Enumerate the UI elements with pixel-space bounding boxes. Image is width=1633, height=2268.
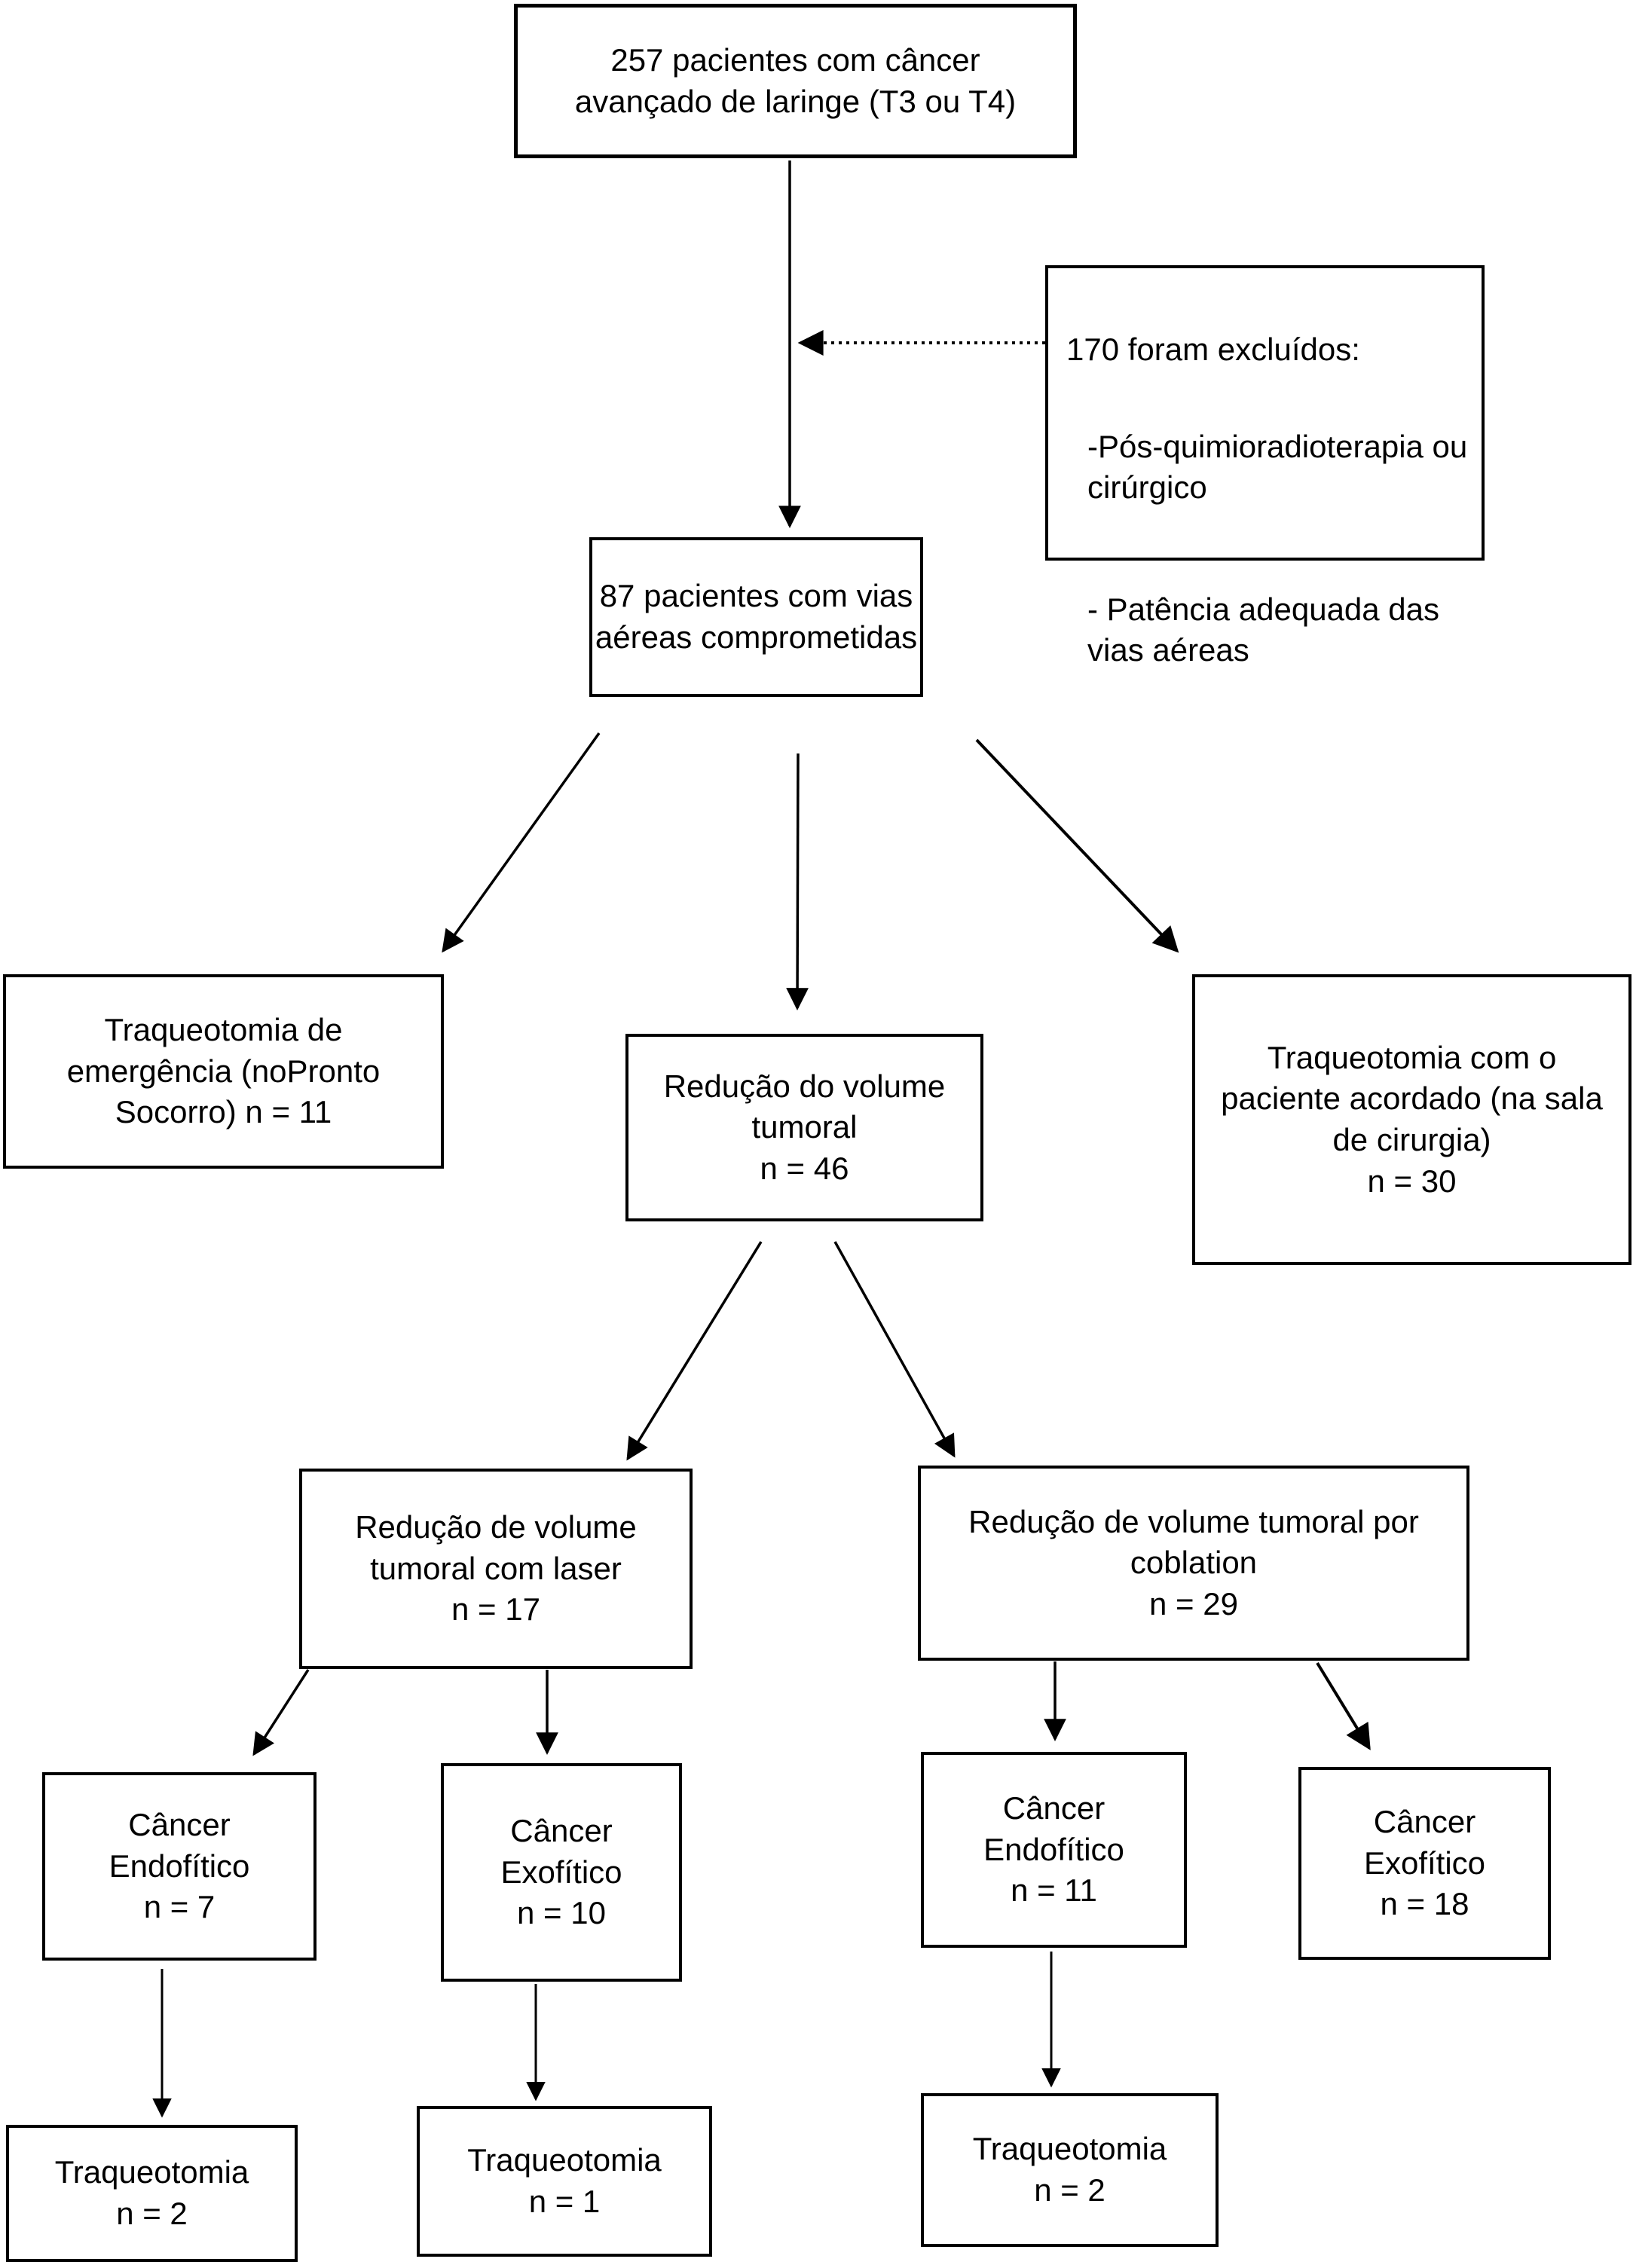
node-total-patients-label: 257 pacientes com câncer avançado de lar… — [574, 41, 1017, 119]
node-laser-exophytic-cancer: Câncer Exofítico n = 10 — [441, 1763, 682, 1982]
node-coblation-reduction: Redução de volume tumoral por coblation … — [918, 1466, 1469, 1661]
node-coblation-endophytic-cancer-label: Câncer Endofítico n = 11 — [983, 1790, 1124, 1909]
node-compromised-airway: 87 pacientes com vias aéreas comprometid… — [589, 537, 923, 697]
arrow-reduction-to-laser — [626, 1241, 763, 1461]
node-laser-endophytic-cancer-label: Câncer Endofítico n = 7 — [109, 1807, 250, 1925]
node-compromised-airway-label: 87 pacientes com vias aéreas comprometid… — [595, 578, 918, 655]
node-laser-reduction-label: Redução de volume tumoral com laser n = … — [355, 1509, 637, 1628]
arrow-coblation-to-exophytic — [1316, 1661, 1371, 1750]
node-emergency-tracheotomy-label: Traqueotomia de emergência (noPronto Soc… — [66, 1012, 381, 1130]
arrow-airway-to-emergency — [442, 732, 601, 953]
node-total-patients: 257 pacientes com câncer avançado de lar… — [514, 4, 1077, 158]
arrow-reduction-to-coblation — [833, 1241, 956, 1458]
node-tracheotomy-coblation-endophytic: Traqueotomia n = 2 — [921, 2093, 1219, 2247]
node-tracheotomy-laser-endophytic-label: Traqueotomia n = 2 — [54, 2154, 249, 2231]
node-tracheotomy-coblation-endophytic-label: Traqueotomia n = 2 — [972, 2131, 1167, 2208]
arrow-airway-to-awake — [975, 738, 1179, 953]
node-tracheotomy-laser-exophytic-label: Traqueotomia n = 1 — [467, 2142, 662, 2219]
excluded-item-1: -Pós-quimioradioterapia ou cirúrgico — [1087, 428, 1468, 506]
node-tumor-volume-reduction: Redução do volume tumoral n = 46 — [625, 1034, 983, 1221]
node-coblation-exophytic-cancer: Câncer Exofítico n = 18 — [1298, 1767, 1551, 1960]
node-awake-tracheotomy-label: Traqueotomia com o paciente acordado (na… — [1221, 1039, 1603, 1199]
node-tumor-volume-reduction-label: Redução do volume tumoral n = 46 — [663, 1068, 946, 1186]
arrow-airway-to-reduction — [786, 753, 809, 1010]
node-excluded: 170 foram excluídos: -Pós-quimioradioter… — [1045, 265, 1485, 668]
node-tracheotomy-laser-endophytic: Traqueotomia n = 2 — [6, 2125, 298, 2262]
node-coblation-exophytic-cancer-label: Câncer Exofítico n = 18 — [1363, 1804, 1486, 1922]
node-laser-reduction: Redução de volume tumoral com laser n = … — [299, 1469, 693, 1669]
node-tracheotomy-laser-exophytic: Traqueotomia n = 1 — [417, 2106, 712, 2257]
node-laser-endophytic-cancer: Câncer Endofítico n = 7 — [42, 1772, 317, 1961]
node-awake-tracheotomy: Traqueotomia com o paciente acordado (na… — [1192, 974, 1631, 1265]
excluded-item-2: - Patência adequada das vias aéreas — [1087, 591, 1440, 668]
arrow-laser-to-endophytic — [252, 1669, 310, 1756]
node-coblation-endophytic-cancer: Câncer Endofítico n = 11 — [921, 1752, 1187, 1948]
node-emergency-tracheotomy: Traqueotomia de emergência (noPronto Soc… — [3, 974, 444, 1169]
node-laser-exophytic-cancer-label: Câncer Exofítico n = 10 — [500, 1813, 622, 1931]
excluded-title: 170 foram excluídos: — [1066, 331, 1360, 367]
node-coblation-reduction-label: Redução de volume tumoral por coblation … — [968, 1503, 1419, 1622]
